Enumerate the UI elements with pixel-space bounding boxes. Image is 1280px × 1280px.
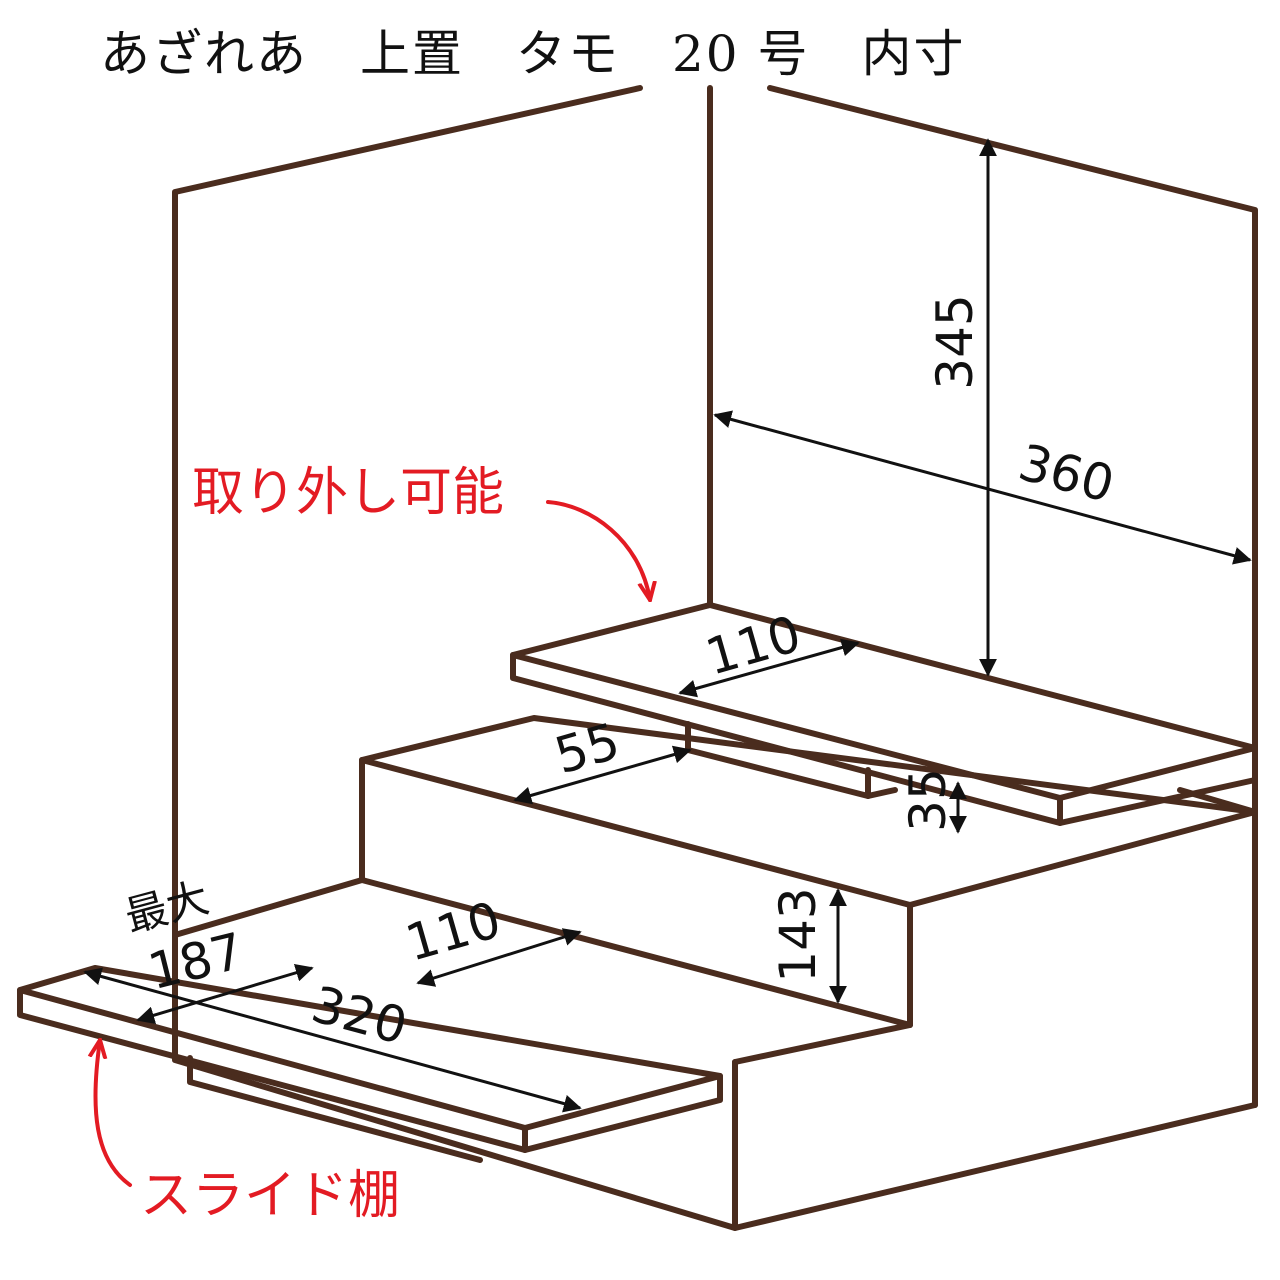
- label-360: 360: [1013, 433, 1120, 514]
- slide-shelf-arrow: [95, 1040, 132, 1187]
- removable-callout: 取り外し可能: [192, 463, 650, 600]
- top-removable-shelf: [510, 602, 1258, 826]
- label-345: 345: [926, 294, 984, 389]
- removable-arrow: [546, 500, 650, 600]
- label-top-110: 110: [699, 605, 807, 687]
- dimension-lines: [83, 138, 1252, 1113]
- removable-label: 取り外し可能: [192, 463, 504, 523]
- width-360-arrow: [713, 410, 1252, 565]
- top-depth-110-arrow: [678, 638, 860, 698]
- label-143: 143: [769, 887, 827, 982]
- label-35: 35: [899, 768, 957, 832]
- cabinet-outline: [172, 85, 1258, 1108]
- label-320: 320: [306, 975, 413, 1056]
- left-back-wall: [172, 85, 643, 1033]
- right-back-wall: [767, 85, 1258, 1108]
- slide-shelf-callout: スライド棚: [95, 1040, 400, 1226]
- middle-step: [359, 715, 1258, 1028]
- slide-width-320-arrow: [83, 967, 582, 1113]
- middle-depth-55-arrow: [513, 745, 692, 805]
- diagram-title: あざれあ 上置 タモ 20 号 内寸: [100, 25, 966, 83]
- slide-shelf-label: スライド棚: [140, 1166, 400, 1226]
